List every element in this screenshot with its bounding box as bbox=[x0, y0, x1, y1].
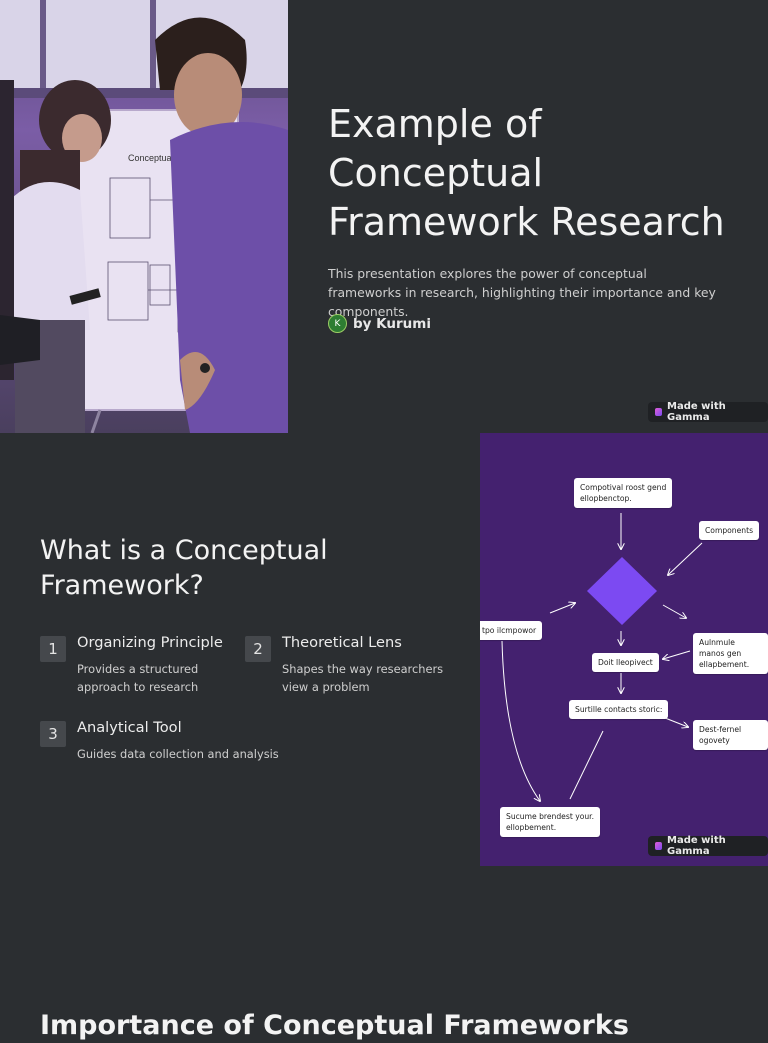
diagram-node: tpo ilcmpowor bbox=[480, 621, 543, 640]
diagram-node: Surtille contacts storic: bbox=[569, 700, 669, 719]
item-description: Provides a structured approach to resear… bbox=[77, 662, 199, 694]
slide-title: Conceptual Framework bbox=[0, 0, 768, 433]
item-description: Guides data collection and analysis bbox=[77, 747, 279, 761]
author-name: by Kurumi bbox=[353, 315, 431, 332]
diagram-node: Dest-fernel ogovety bbox=[693, 720, 768, 750]
decision-diamond bbox=[587, 557, 657, 625]
gamma-logo-icon bbox=[655, 408, 663, 416]
flowchart-diagram: Compotival roost gend ellopbenctop. Comp… bbox=[480, 433, 768, 866]
badge-label: Made with Gamma bbox=[667, 401, 726, 423]
gamma-logo-icon bbox=[655, 842, 663, 850]
diagram-node: Doit lleopivect bbox=[592, 653, 659, 672]
made-with-gamma-badge[interactable]: Made with Gamma bbox=[648, 401, 768, 423]
avatar: K bbox=[328, 314, 347, 333]
author-line: K by Kurumi bbox=[328, 314, 431, 333]
team-whiteboard-photo: Conceptual Framework bbox=[0, 0, 288, 433]
number-badge: 1 bbox=[40, 636, 66, 662]
diagram-node: Aulnmule manos gen ellapbement. bbox=[693, 633, 768, 674]
number-badge: 2 bbox=[245, 636, 271, 662]
slide-1-title: Example of Conceptual Framework Research bbox=[328, 102, 725, 244]
item-title: Analytical Tool bbox=[77, 719, 182, 736]
item-title: Organizing Principle bbox=[77, 634, 223, 651]
diagram-node: Compotival roost gend ellopbenctop. bbox=[574, 478, 673, 508]
slide-1-description: This presentation explores the power of … bbox=[328, 266, 716, 319]
badge-label: Made with Gamma bbox=[667, 835, 726, 857]
number-badge: 3 bbox=[40, 721, 66, 747]
diagram-node: Sucume brendest your. ellopbement. bbox=[500, 807, 600, 837]
diagram-node: Components bbox=[699, 521, 760, 540]
slide-2-title: What is a Conceptual Framework? bbox=[40, 535, 328, 601]
slide-3-title: Importance of Conceptual Frameworks bbox=[40, 1010, 629, 1041]
made-with-gamma-badge[interactable]: Made with Gamma bbox=[648, 835, 768, 857]
item-description: Shapes the way researchers view a proble… bbox=[282, 662, 444, 694]
item-title: Theoretical Lens bbox=[282, 634, 402, 651]
